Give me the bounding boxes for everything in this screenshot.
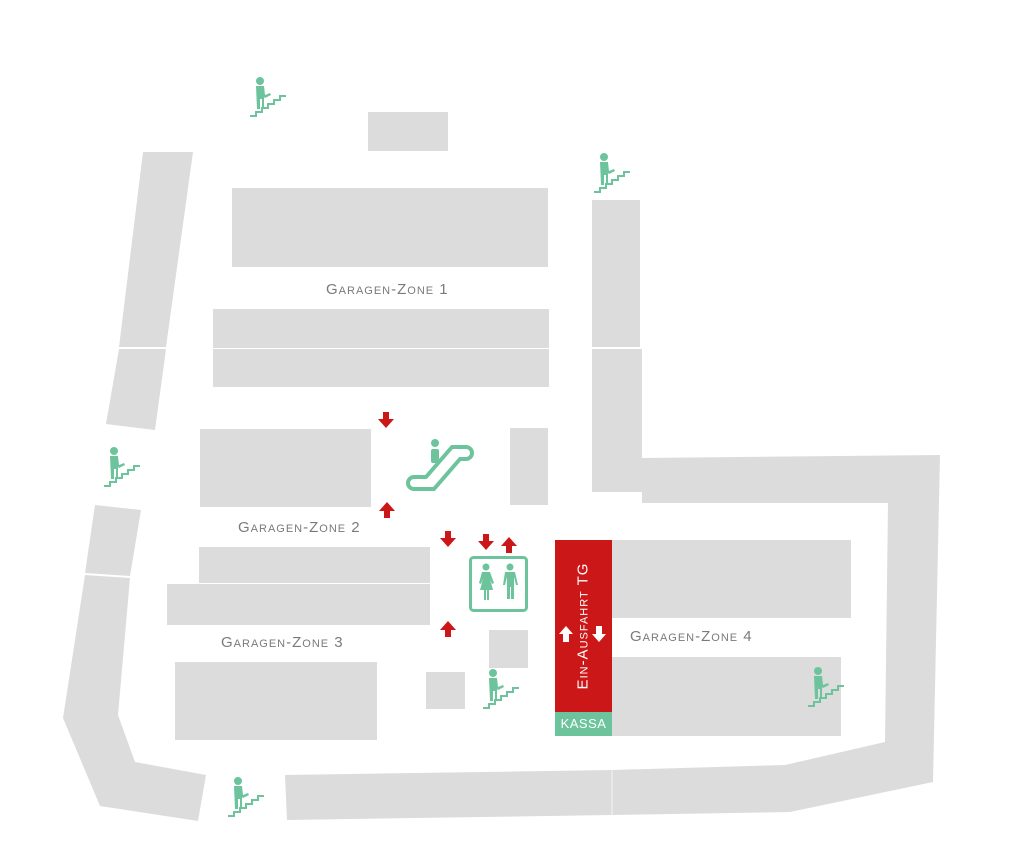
stairs-icon xyxy=(227,776,265,817)
arrow-up-icon xyxy=(379,502,395,518)
zone1-block-middle xyxy=(213,309,549,348)
entrance-arrows xyxy=(559,626,606,642)
zone1-block-upper xyxy=(232,188,548,267)
building-block xyxy=(368,112,448,151)
arrow-up-icon xyxy=(440,621,456,637)
building-block xyxy=(426,672,465,709)
left-strip-middle xyxy=(106,349,166,430)
stairs-icon xyxy=(593,152,631,193)
elevator-icon xyxy=(469,556,528,612)
zone-4-label: Garagen-Zone 4 xyxy=(630,628,753,645)
arrow-down-icon xyxy=(478,534,494,550)
zone-3-label: Garagen-Zone 3 xyxy=(221,634,344,651)
zone2-block-lower xyxy=(199,547,430,583)
stairs-icon xyxy=(103,446,141,487)
escalator-icon xyxy=(406,439,474,491)
zone-1-label: Garagen-Zone 1 xyxy=(326,281,449,298)
zone2-block xyxy=(200,429,371,507)
arrow-down-icon xyxy=(378,412,394,428)
building-block xyxy=(489,630,528,668)
stairs-icon xyxy=(482,668,520,709)
arrow-down-icon xyxy=(440,531,456,547)
zone3-block-lower xyxy=(175,662,377,740)
stairs-icon xyxy=(249,76,287,117)
left-strip-bottom xyxy=(63,575,206,821)
building-block xyxy=(510,428,548,505)
entrance-exit-area: Ein-Ausfahrt TG xyxy=(555,540,612,712)
zone3-block-upper xyxy=(167,584,430,625)
right-column-lower xyxy=(592,349,642,492)
left-strip-upper xyxy=(119,152,193,347)
zone-2-label: Garagen-Zone 2 xyxy=(238,519,361,536)
arrow-up-icon xyxy=(559,626,573,642)
outer-ring-east-south xyxy=(285,455,940,820)
cashier-label: KASSA xyxy=(555,712,612,736)
zone4-block-lower xyxy=(612,657,841,736)
zone1-block-lower xyxy=(213,349,549,387)
zone4-block-upper xyxy=(612,540,851,618)
right-column-upper xyxy=(592,200,640,347)
arrow-up-icon xyxy=(501,537,517,553)
left-strip-lower xyxy=(85,505,141,576)
arrow-down-icon xyxy=(592,626,606,642)
